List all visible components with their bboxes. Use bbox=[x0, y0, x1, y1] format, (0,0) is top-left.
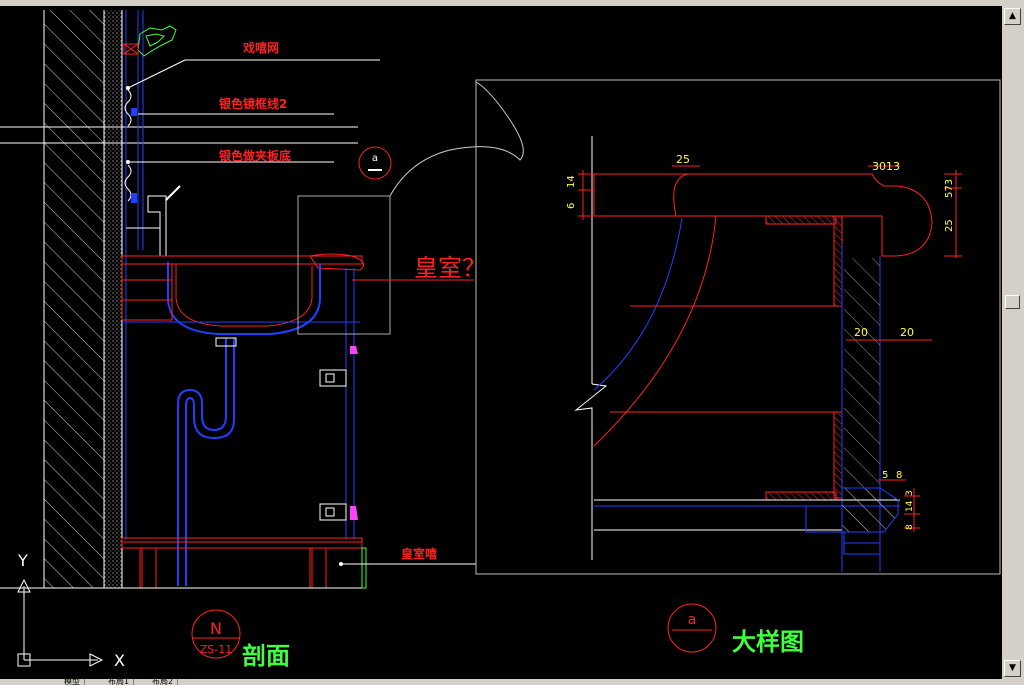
ucs-x-label: X bbox=[114, 651, 125, 670]
dim-bottom-b: 8 bbox=[896, 470, 902, 481]
section-symbol-bottom: ZS-11 bbox=[200, 643, 232, 656]
dim-bottom-a: 5 bbox=[882, 470, 888, 481]
dim-left-outer: 6 bbox=[566, 203, 577, 209]
label-5: 皇室嘻 bbox=[401, 546, 437, 561]
layout-tab-bar: 模型 布局1 布局2 bbox=[0, 679, 1024, 685]
dim-top-width: 25 bbox=[676, 153, 690, 166]
label-4: 皇室？ bbox=[414, 254, 486, 282]
crown-moulding bbox=[137, 25, 177, 57]
section-view: 戏嘻网 银色镜框线2 银色做夹板底 bbox=[0, 10, 524, 670]
detail-symbol bbox=[667, 603, 717, 653]
tab-layout2[interactable]: 布局2 bbox=[148, 679, 179, 685]
scroll-down-button[interactable]: ▼ bbox=[1004, 660, 1021, 677]
dim-right-top: 573 bbox=[944, 179, 955, 198]
dim-mid-right: 20 bbox=[900, 326, 914, 339]
dim-bottom-side-a: 3 bbox=[905, 490, 915, 496]
tab-model[interactable]: 模型 bbox=[60, 679, 85, 685]
vertical-scrollbar[interactable]: ▲ ▼ bbox=[1002, 6, 1024, 679]
dim-right-side: 25 bbox=[944, 219, 955, 232]
countertop-slab bbox=[593, 173, 933, 257]
dim-left-inner: 14 bbox=[566, 175, 577, 188]
wall-hatch bbox=[44, 10, 104, 588]
hinge-bottom bbox=[319, 503, 347, 521]
detail-frame bbox=[475, 79, 1001, 575]
hinge-top bbox=[319, 369, 347, 387]
scroll-thumb[interactable] bbox=[1005, 295, 1020, 309]
basin bbox=[167, 262, 321, 335]
dim-top-right: 3013 bbox=[872, 160, 900, 173]
dim-bottom-side-b: 14 bbox=[905, 500, 915, 512]
drawing-svg: 戏嘻网 银色镜框线2 银色做夹板底 bbox=[0, 10, 1001, 670]
dim-bottom-side-c: 8 bbox=[905, 524, 915, 530]
detail-title: 大样图 bbox=[732, 628, 804, 656]
detail-view: 25 3013 6 14 573 25 20 20 5 8 3 14 8 a 大… bbox=[475, 79, 1001, 656]
drawing-canvas[interactable]: 戏嘻网 银色镜框线2 银色做夹板底 bbox=[0, 6, 1002, 679]
ucs-y-label: Y bbox=[17, 551, 28, 570]
label-2: 银色镜框线2 bbox=[219, 96, 287, 111]
plaster-layer bbox=[104, 10, 122, 588]
detail-box bbox=[297, 195, 391, 335]
scroll-up-button[interactable]: ▲ bbox=[1004, 8, 1021, 25]
dim-mid-left: 20 bbox=[854, 326, 868, 339]
label-3: 银色做夹板底 bbox=[219, 148, 291, 163]
drain-pipe bbox=[177, 338, 227, 586]
section-title: 剖面 bbox=[242, 642, 290, 670]
detail-symbol-letter: a bbox=[688, 612, 697, 628]
callout-letter: a bbox=[372, 153, 378, 164]
title-bar bbox=[0, 0, 1024, 6]
section-symbol-top: N bbox=[210, 619, 222, 638]
callout-circle bbox=[358, 146, 392, 180]
ucs-icon: Y X bbox=[17, 551, 125, 670]
section-symbol bbox=[191, 609, 241, 659]
tab-layout1[interactable]: 布局1 bbox=[104, 679, 135, 685]
faucet bbox=[147, 195, 167, 257]
label-1: 戏嘻网 bbox=[242, 40, 279, 55]
